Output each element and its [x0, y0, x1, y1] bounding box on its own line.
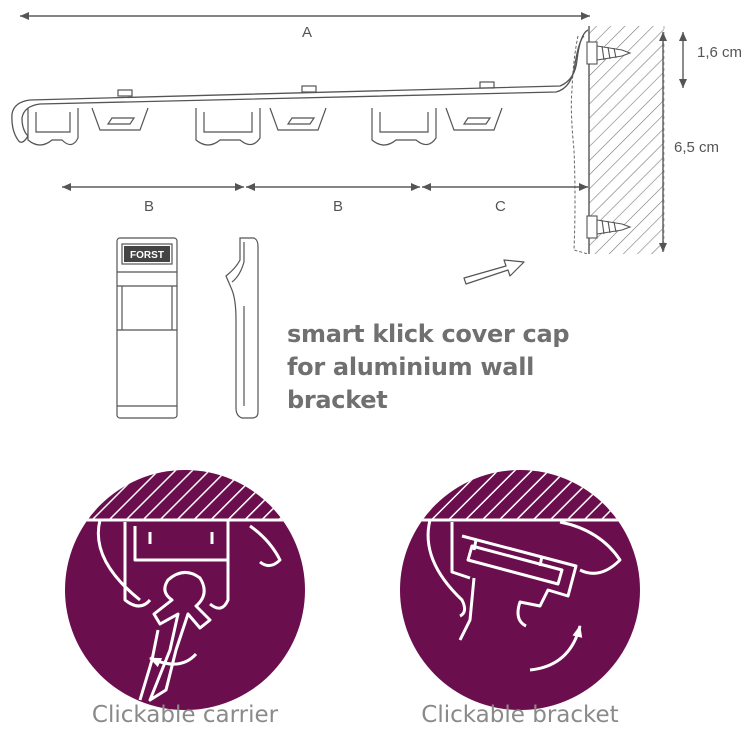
screw-icon	[586, 41, 632, 65]
rotate-arrow-icon	[149, 652, 198, 668]
rail-profile	[27, 89, 149, 146]
cover-cap-front	[116, 237, 178, 419]
cover-cap-description: smart klick cover cap for aluminium wall…	[287, 318, 570, 417]
label-c: C	[495, 198, 506, 215]
detail-clickable-bracket	[400, 470, 640, 710]
rail-profile	[195, 85, 327, 146]
direction-arrow-icon	[463, 259, 525, 285]
brand-mark-box	[124, 246, 170, 262]
label-a: A	[302, 24, 313, 41]
caption-clickable-bracket: Clickable bracket	[421, 702, 619, 728]
wall-bracket	[11, 29, 589, 143]
mounting-plate	[570, 35, 589, 255]
brand-mark-text: FORST	[130, 250, 164, 261]
cover-cap-side	[225, 237, 259, 419]
label-b1: B	[144, 198, 155, 215]
rail-profile	[371, 81, 503, 146]
label-height-small: 1,6 cm	[697, 44, 743, 61]
description-line: bracket	[287, 386, 388, 414]
label-height-large: 6,5 cm	[674, 139, 720, 156]
detail-clickable-carrier	[65, 470, 305, 710]
rotate-arrow-icon	[529, 625, 583, 672]
wall	[588, 26, 665, 254]
screw-icon	[586, 215, 632, 239]
label-b2: B	[333, 198, 344, 215]
description-line: smart klick cover cap	[287, 320, 570, 348]
description-line: for aluminium wall	[287, 353, 535, 381]
caption-clickable-carrier: Clickable carrier	[91, 702, 279, 728]
